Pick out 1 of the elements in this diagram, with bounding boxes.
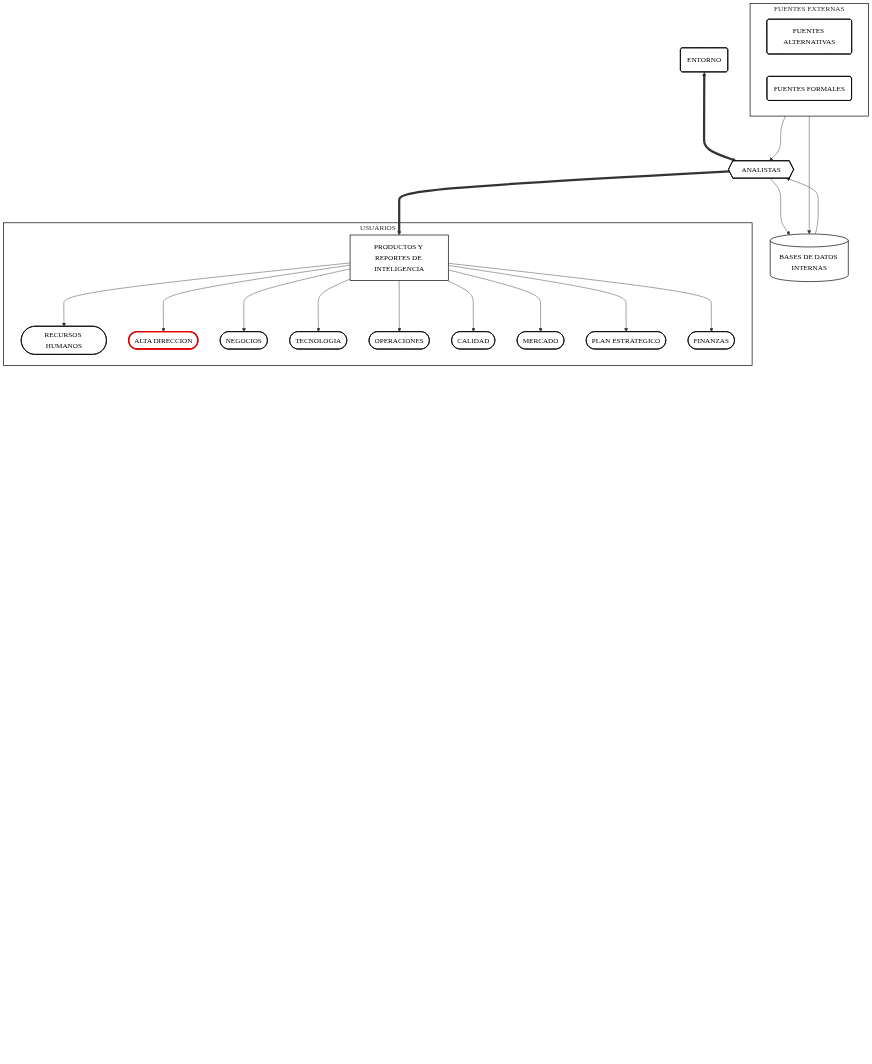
arrow <box>397 170 730 236</box>
